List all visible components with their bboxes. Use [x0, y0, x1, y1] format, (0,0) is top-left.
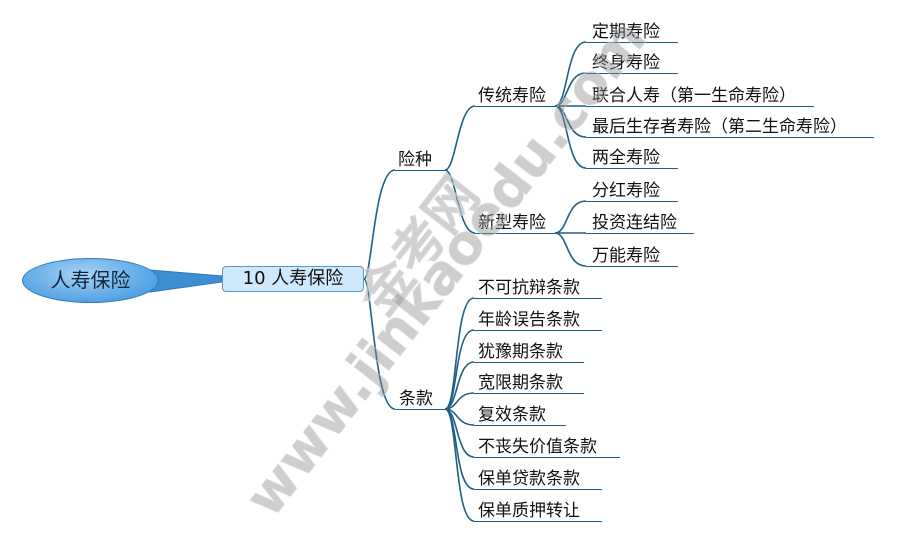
leaf-traditional-4[interactable]: 两全寿险	[592, 148, 660, 168]
main-topic-node[interactable]	[222, 266, 364, 292]
leaf-clause-0[interactable]: 不可抗辩条款	[478, 278, 580, 298]
leaf-traditional-3[interactable]: 最后生存者寿险（第二生命寿险）	[592, 117, 847, 137]
leaf-new-2[interactable]: 万能寿险	[592, 246, 660, 266]
leaf-underline	[474, 521, 602, 522]
subbranch-traditional-underline	[475, 106, 555, 107]
leaf-underline	[474, 489, 602, 490]
leaf-underline	[586, 106, 814, 107]
branch-types-label[interactable]: 险种	[398, 150, 432, 170]
leaf-underline	[586, 42, 678, 43]
leaf-underline	[474, 362, 584, 363]
branch-clauses-underline	[395, 409, 445, 410]
leaf-underline	[586, 201, 678, 202]
leaf-clause-2[interactable]: 犹豫期条款	[478, 342, 563, 362]
leaf-underline	[586, 266, 678, 267]
leaf-clause-3[interactable]: 宽限期条款	[478, 373, 563, 393]
leaf-traditional-0[interactable]: 定期寿险	[592, 22, 660, 42]
leaf-traditional-2[interactable]: 联合人寿（第一生命寿险）	[592, 86, 796, 106]
leaf-clause-4[interactable]: 复效条款	[478, 405, 546, 425]
leaf-underline	[474, 330, 602, 331]
leaf-underline	[474, 298, 602, 299]
leaf-underline	[474, 457, 620, 458]
leaf-underline	[586, 168, 678, 169]
subbranch-new-underline	[475, 233, 555, 234]
leaf-new-1[interactable]: 投资连结险	[592, 213, 677, 233]
leaf-clause-7[interactable]: 保单质押转让	[478, 501, 580, 521]
leaf-underline	[586, 137, 874, 138]
leaf-clause-6[interactable]: 保单贷款条款	[478, 469, 580, 489]
leaf-clause-1[interactable]: 年龄误告条款	[478, 310, 580, 330]
root-node-label: 人寿保险	[50, 268, 131, 292]
leaf-new-0[interactable]: 分红寿险	[592, 181, 660, 201]
leaf-underline	[474, 393, 584, 394]
leaf-underline	[586, 233, 694, 234]
leaf-traditional-1[interactable]: 终身寿险	[592, 53, 660, 73]
branch-clauses-label[interactable]: 条款	[399, 389, 433, 409]
leaf-underline	[586, 73, 678, 74]
leaf-clause-5[interactable]: 不丧失价值条款	[478, 437, 597, 457]
subbranch-new-label[interactable]: 新型寿险	[478, 213, 546, 233]
main-topic-label: 10 人寿保险	[242, 268, 344, 289]
subbranch-traditional-label[interactable]: 传统寿险	[478, 86, 546, 106]
branch-types-underline	[395, 170, 445, 171]
leaf-underline	[474, 425, 566, 426]
root-node[interactable]	[22, 258, 159, 303]
